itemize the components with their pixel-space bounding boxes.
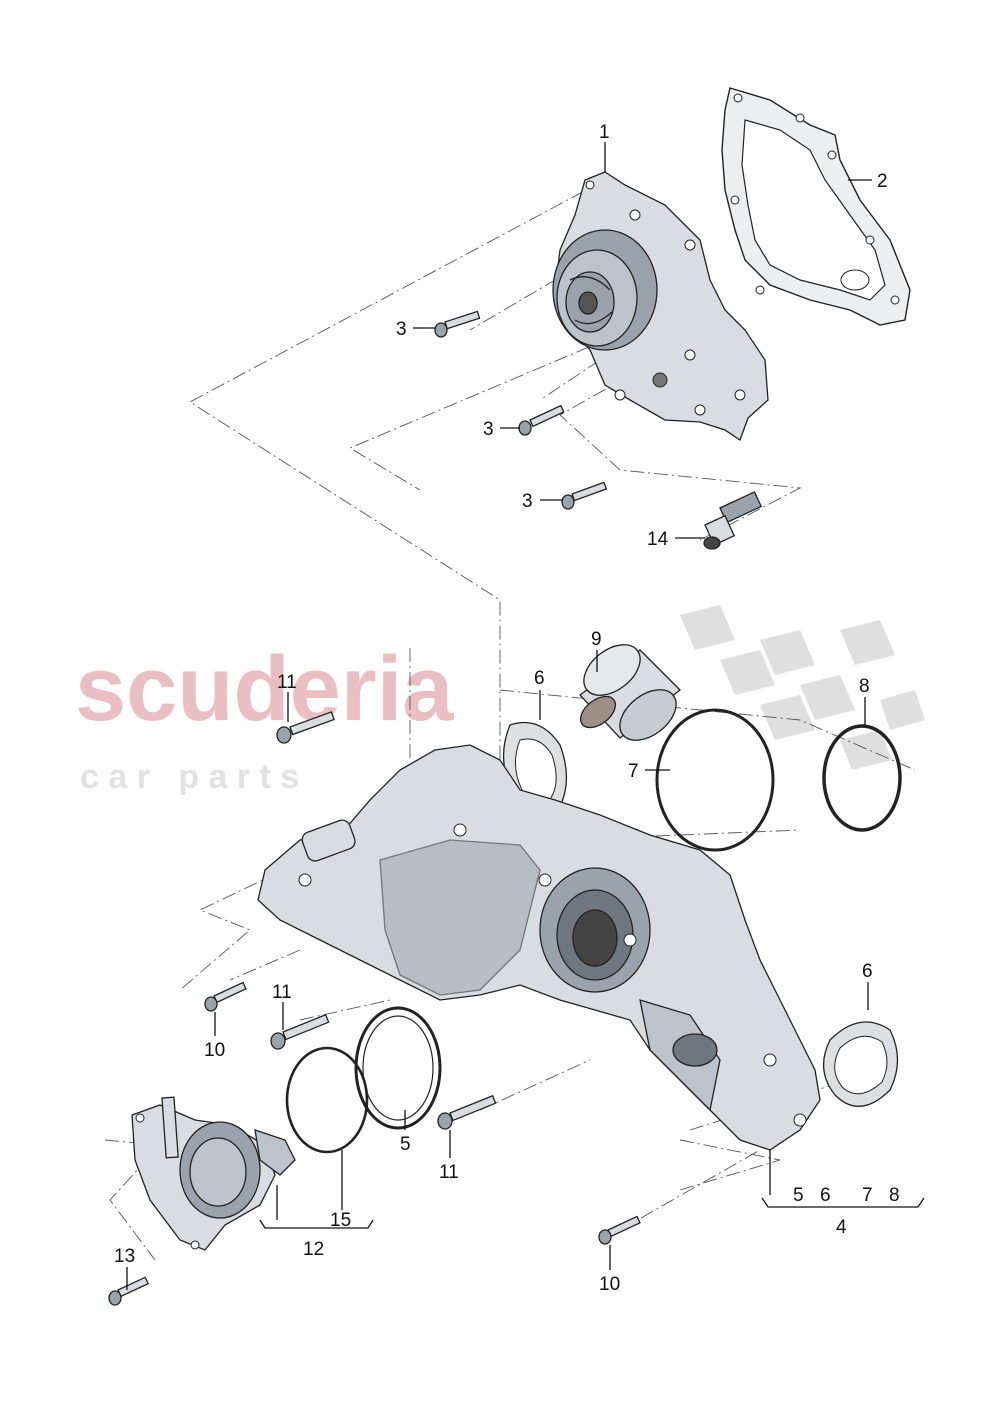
callout-10a: 10 bbox=[204, 1040, 225, 1061]
bolt-10b bbox=[598, 1215, 641, 1245]
callout-13: 13 bbox=[114, 1246, 135, 1267]
o-ring-8 bbox=[822, 724, 902, 832]
seal-6-bottom bbox=[823, 1021, 899, 1108]
callout-7: 7 bbox=[628, 761, 639, 782]
callout-14: 14 bbox=[647, 529, 669, 550]
bolt-11a bbox=[276, 711, 335, 744]
callout-11b: 11 bbox=[272, 982, 292, 1003]
callout-labels: 1 2 3 3 3 14 9 6 11 8 7 6 11 10 5 11 15 … bbox=[114, 122, 900, 1295]
callout-3b: 3 bbox=[483, 419, 494, 440]
callout-11c: 11 bbox=[439, 1162, 459, 1183]
callout-15: 15 bbox=[330, 1210, 351, 1231]
callout-2: 2 bbox=[877, 171, 888, 192]
callout-12: 12 bbox=[303, 1239, 324, 1260]
callout-6b: 6 bbox=[862, 961, 873, 982]
bolt-3b bbox=[518, 404, 565, 436]
sleeve-part bbox=[579, 644, 681, 741]
water-pump-part bbox=[552, 171, 769, 441]
leader-lines bbox=[126, 142, 925, 1290]
group4-item-8: 8 bbox=[889, 1185, 900, 1206]
bolt-3c bbox=[561, 481, 608, 510]
bolt-11c bbox=[437, 1094, 497, 1130]
callout-8: 8 bbox=[859, 676, 870, 697]
watermark-brand: scuderia bbox=[75, 638, 454, 740]
watermark-subtitle: c a r p a r t s bbox=[80, 758, 299, 796]
o-ring-5 bbox=[354, 1006, 442, 1130]
group4-item-6: 6 bbox=[820, 1185, 831, 1206]
callout-5: 5 bbox=[400, 1134, 411, 1155]
bolt-3a bbox=[434, 310, 481, 338]
watermark: scuderia c a r p a r t s bbox=[75, 605, 925, 796]
coolant-housing-part bbox=[257, 744, 821, 1151]
thermostat-part bbox=[131, 1096, 296, 1251]
sensor-part bbox=[703, 491, 763, 550]
bolt-10a bbox=[204, 981, 247, 1012]
callout-11a: 11 bbox=[277, 672, 297, 693]
gasket-part bbox=[721, 87, 911, 326]
callout-4: 4 bbox=[836, 1217, 847, 1238]
bolt-11b bbox=[270, 1013, 330, 1050]
callout-3a: 3 bbox=[396, 319, 407, 340]
callout-6a: 6 bbox=[534, 668, 545, 689]
callout-1: 1 bbox=[599, 122, 610, 143]
group4-item-5: 5 bbox=[793, 1185, 804, 1206]
checkered-flag-logo bbox=[680, 605, 925, 770]
callout-3c: 3 bbox=[522, 491, 533, 512]
group4-item-7: 7 bbox=[862, 1185, 873, 1206]
callout-9: 9 bbox=[591, 629, 602, 650]
callout-10b: 10 bbox=[599, 1274, 620, 1295]
o-ring-15 bbox=[285, 1046, 369, 1154]
bolt-13 bbox=[108, 1276, 150, 1306]
o-ring-7 bbox=[655, 708, 775, 852]
